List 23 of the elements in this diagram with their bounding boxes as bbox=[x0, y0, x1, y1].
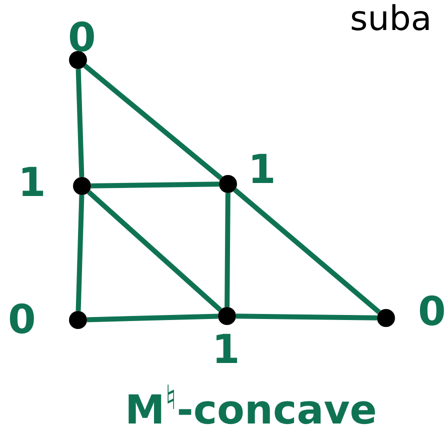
vertex-value: 0 bbox=[68, 18, 96, 58]
vertex-dot bbox=[69, 311, 87, 329]
caption: M$^{♮}$-concave bbox=[125, 380, 377, 432]
note-text: suba bbox=[350, 2, 432, 36]
edge-line bbox=[76, 194, 84, 312]
vertex-value: 1 bbox=[248, 150, 276, 190]
vertex-value: 0 bbox=[418, 292, 446, 332]
edge-line bbox=[83, 64, 223, 180]
edge-line bbox=[236, 314, 378, 320]
vertex-dot bbox=[219, 175, 237, 193]
edge-line bbox=[86, 314, 218, 322]
vertex-value: 1 bbox=[18, 163, 46, 203]
edge-line bbox=[90, 182, 220, 188]
vertex-dot bbox=[377, 309, 395, 327]
vertex-dot bbox=[218, 307, 236, 325]
vertex-value: 1 bbox=[212, 330, 240, 370]
edge-line bbox=[224, 192, 230, 308]
edge-line bbox=[233, 188, 381, 314]
vertex-dot bbox=[69, 51, 87, 69]
edge-line bbox=[87, 190, 222, 312]
vertex-dot bbox=[73, 177, 91, 195]
vertex-value: 0 bbox=[8, 300, 36, 340]
edge-line bbox=[76, 68, 84, 178]
